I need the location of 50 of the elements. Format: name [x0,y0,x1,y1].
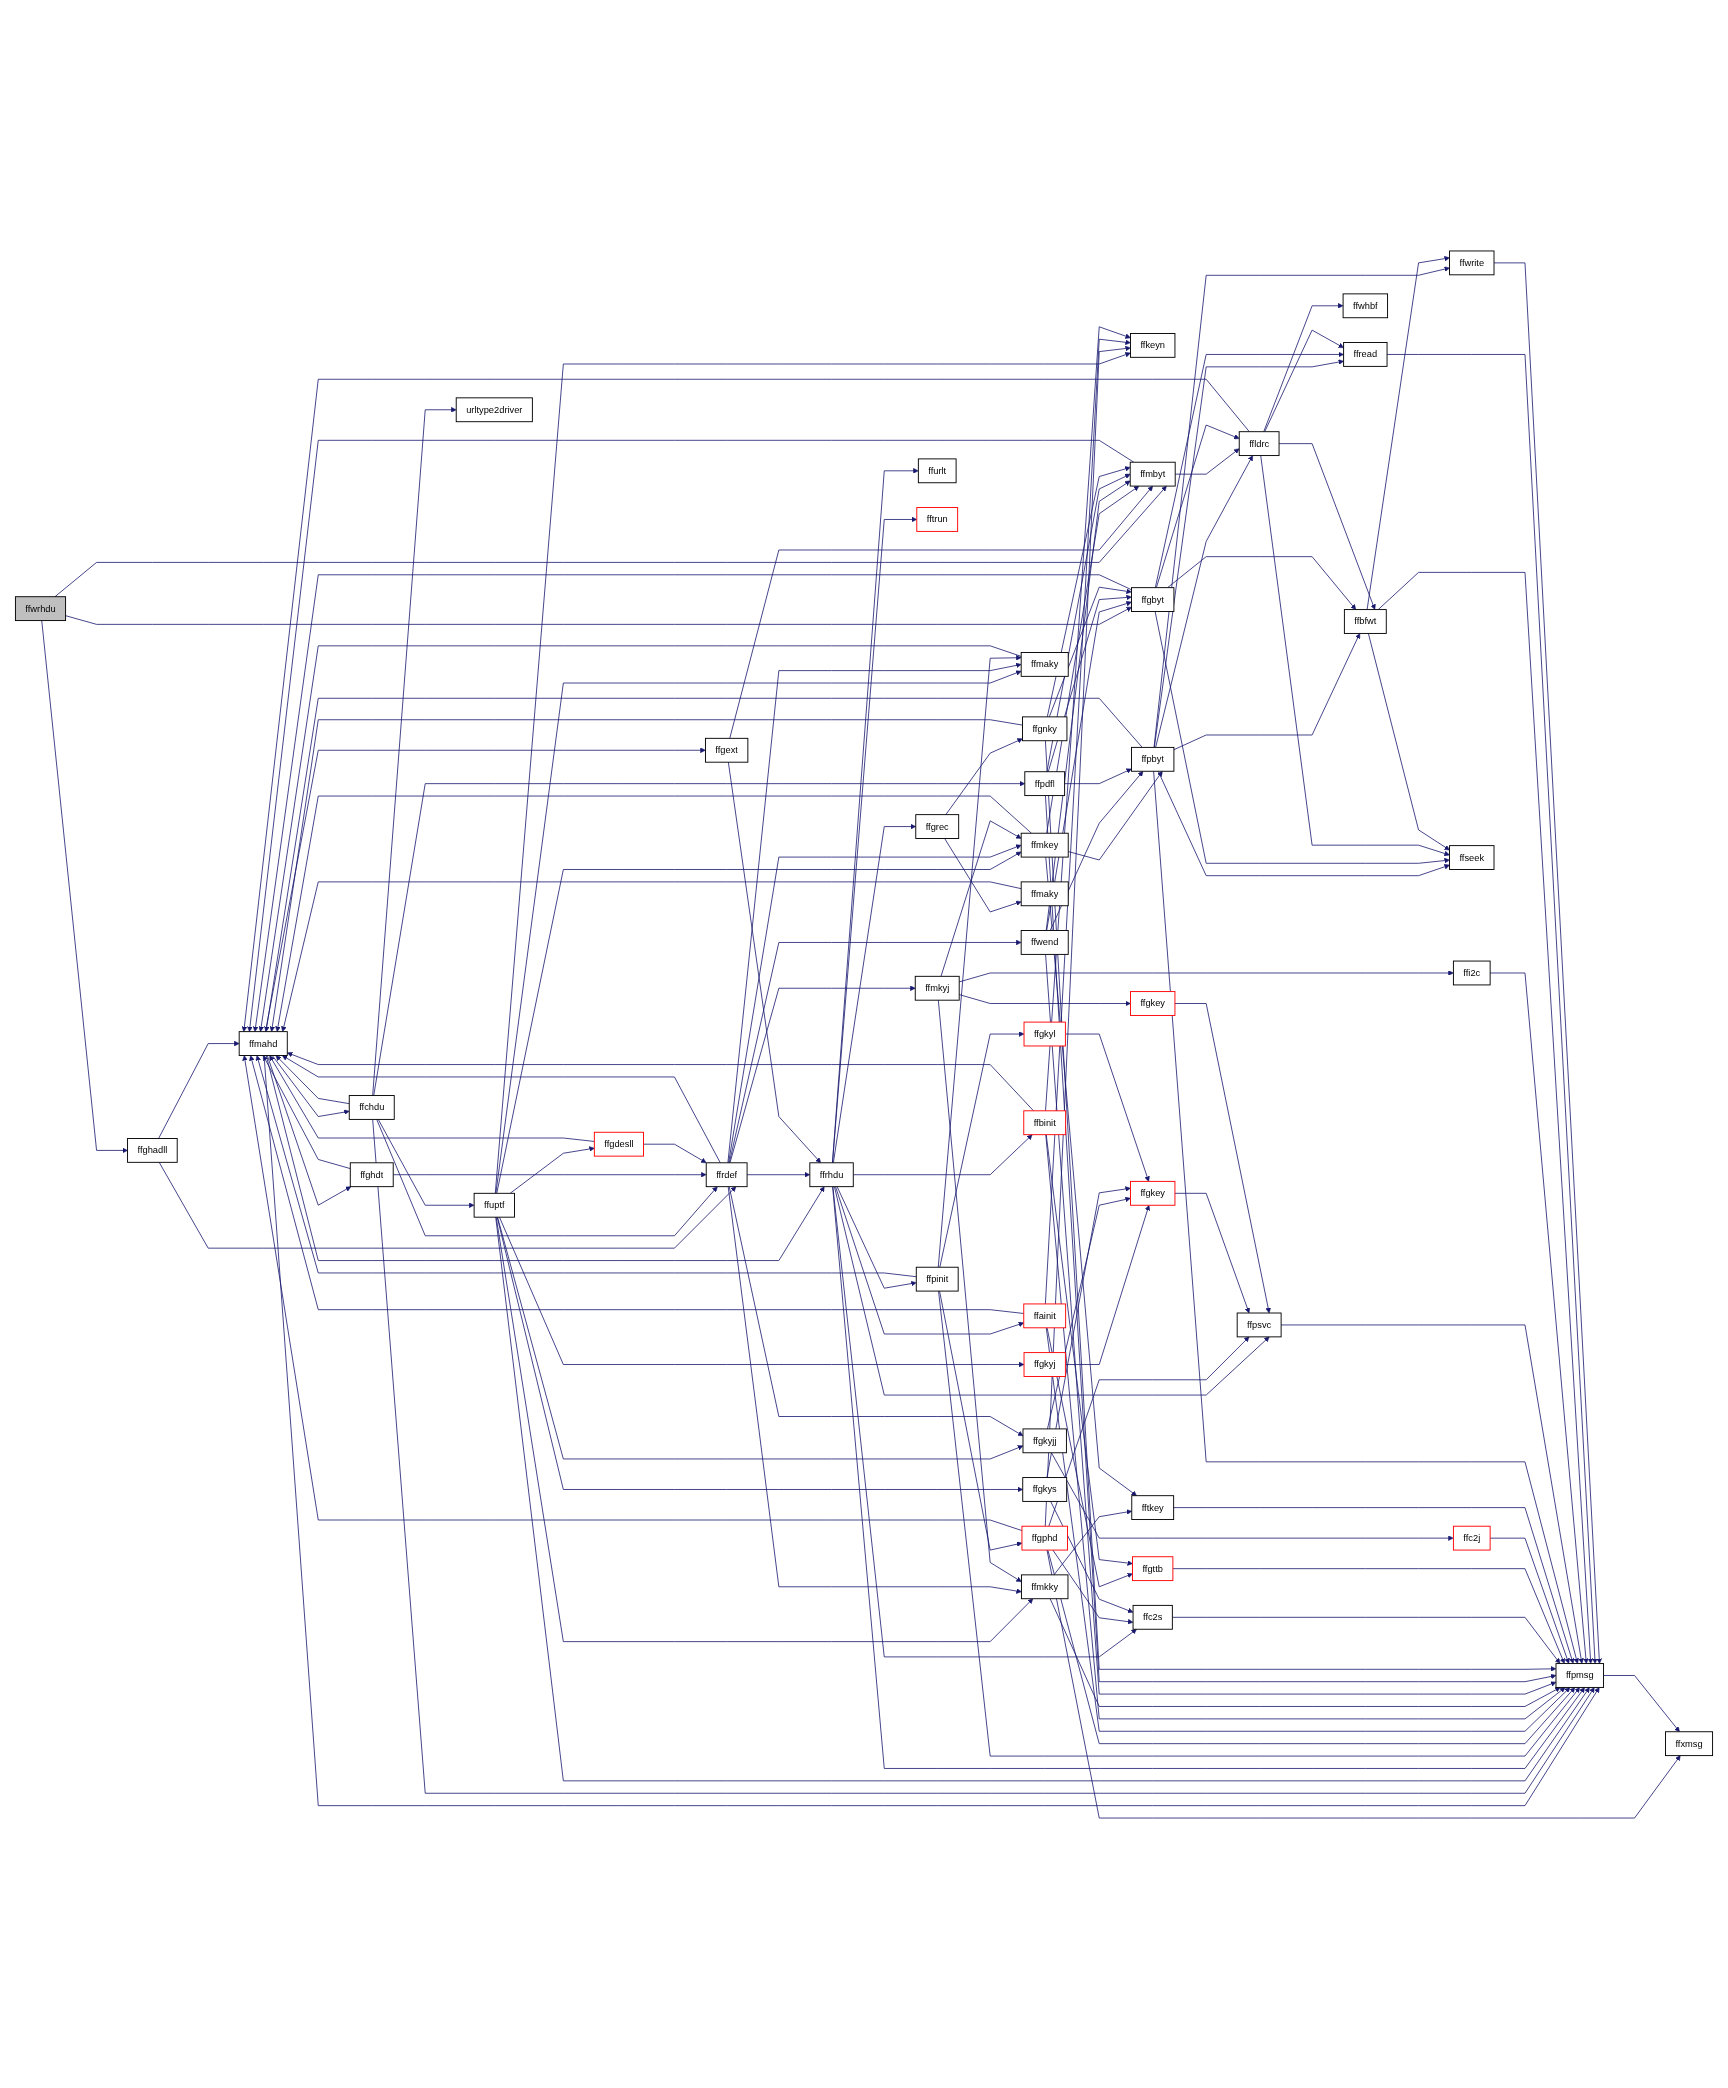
function-box: ffwhbf [1342,292,1389,318]
function-box: ffgphd [1021,1525,1068,1551]
function-box: ffldrc [1238,430,1280,456]
function-box: ffrhdu [809,1161,854,1187]
function-box: ffwrite [1449,250,1495,275]
function-box: ffmbyt [1129,461,1176,487]
function-box: ffgdesll [593,1131,644,1157]
function-box: ffgkys [1022,1476,1068,1502]
function-box: ffgbyt [1131,586,1175,612]
function-box: ffmkky [1021,1573,1069,1599]
function-box: ffmaky [1020,651,1069,677]
function-box: urltype2driver [455,396,533,422]
function-box: ffgext [705,737,749,763]
function-box: ffgkyjj [1022,1427,1067,1453]
function-box: ffgkey [1130,990,1176,1016]
function-box: ffgkey [1130,1180,1176,1206]
function-box: ffmaky [1020,880,1069,906]
function-box: ffbfwt [1343,608,1387,634]
function-box: ffgrec [915,813,960,839]
function-box: ffpmsg [1555,1662,1604,1688]
function-box: ffainit [1023,1302,1067,1328]
function-box: ffgttb [1132,1555,1174,1581]
function-box: ffrdef [705,1161,748,1187]
function-box: ffbinit [1023,1109,1067,1135]
function-box: ffmahd [238,1030,288,1056]
function-box: ffpdfl [1024,770,1066,796]
function-box: ffghadll [127,1137,178,1163]
function-box: ffpinit [915,1266,959,1292]
function-box: fftrun [916,506,959,532]
function-box: ffseek [1449,844,1495,870]
function-box: ffgkyj [1023,1351,1066,1377]
function-box: ffpbyt [1131,746,1175,772]
function-box: ffghdt [349,1161,394,1187]
function-box: ffpsvc [1236,1312,1282,1337]
function-box: fftkey [1131,1494,1175,1520]
function-box: ffi2c [1452,960,1491,985]
function-box: ffchdu [348,1094,395,1120]
function-box: ffgkyl [1023,1021,1066,1046]
function-box: ffmkey [1020,832,1069,858]
function-box: ffc2j [1452,1525,1491,1551]
function-box: ffwend [1020,929,1069,955]
function-box: ffwrhdu [14,595,67,621]
function-box: ffc2s [1132,1604,1173,1630]
function-box: ffxmsg [1665,1730,1714,1756]
function-box: ffuptf [473,1192,515,1218]
function-box: ffread [1343,341,1388,367]
function-box: ffmkyj [914,975,960,1001]
function-box: ffkeyn [1130,332,1176,358]
function-box: ffurlt [917,457,957,483]
function-box: ffgnky [1022,715,1068,741]
